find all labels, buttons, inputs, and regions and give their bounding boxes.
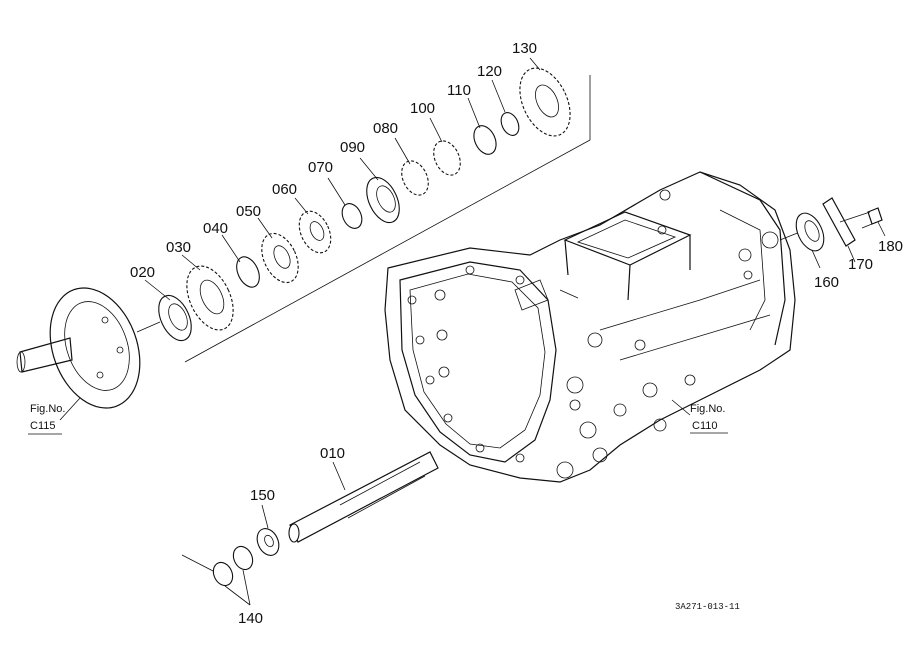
part-070-collar (341, 203, 363, 229)
label-140: 140 (238, 610, 263, 627)
part-140-bearings (212, 545, 254, 587)
part-labels: 020 030 040 050 060 070 090 080 100 110 … (130, 40, 903, 627)
label-080: 080 (373, 120, 398, 137)
label-070: 070 (308, 159, 333, 176)
part-110-bearing (473, 125, 497, 155)
fig-ref-c115: Fig.No. C115 (30, 403, 65, 432)
part-060-gear (298, 210, 332, 254)
label-110: 110 (447, 82, 471, 99)
part-160-oil-seal (795, 212, 825, 252)
fig-ref-c110-line1: Fig.No. (690, 403, 725, 415)
part-050-gear (261, 232, 299, 284)
fig-ref-c110: Fig.No. C110 (690, 403, 725, 432)
part-100-gear (433, 140, 461, 176)
fig-ref-c115-line2: C115 (30, 420, 55, 432)
gear-train-frame (184, 75, 591, 363)
fig-ref-c110-line2: C110 (692, 420, 717, 432)
label-160: 160 (814, 274, 839, 291)
part-080-gear (401, 160, 429, 196)
part-120-ring (500, 112, 520, 136)
fig-ref-c115-line1: Fig.No. (30, 403, 65, 415)
label-050: 050 (236, 203, 261, 220)
drawing-code: 3A271-013-11 (675, 602, 740, 612)
part-030-gear (186, 265, 234, 331)
label-170: 170 (848, 256, 873, 273)
label-100: 100 (410, 100, 435, 117)
label-010: 010 (320, 445, 345, 462)
label-030: 030 (166, 239, 191, 256)
label-020: 020 (130, 264, 155, 281)
axis-lines (136, 211, 871, 573)
part-150-washer (256, 528, 280, 556)
label-060: 060 (272, 181, 297, 198)
label-120: 120 (477, 63, 502, 80)
label-150: 150 (250, 487, 275, 504)
transmission-case (384, 171, 796, 483)
leader-lines (28, 57, 886, 606)
part-180-bolt (861, 207, 883, 229)
part-040-collar (236, 256, 260, 288)
label-090: 090 (340, 139, 365, 156)
part-130-gear (519, 67, 571, 137)
label-130: 130 (512, 40, 537, 57)
part-010-shaft (288, 451, 439, 543)
part-170-plate (822, 197, 856, 247)
part-090-bearing (366, 176, 400, 224)
label-040: 040 (203, 220, 228, 237)
clutch-cover (16, 287, 141, 409)
label-180: 180 (878, 238, 903, 255)
